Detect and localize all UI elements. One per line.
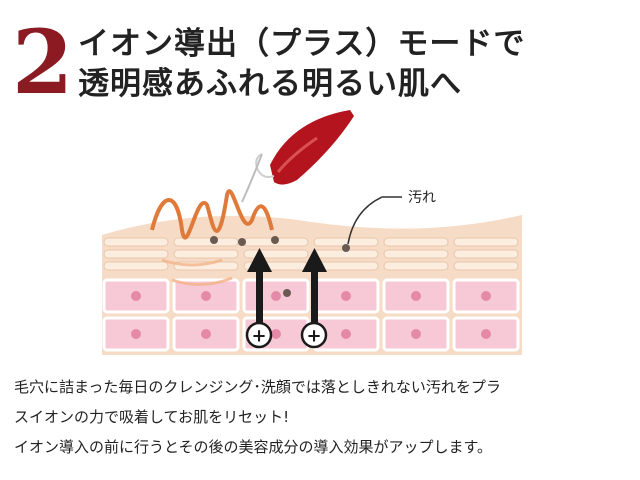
skin-layer — [383, 249, 449, 259]
cell-nucleus — [131, 291, 141, 301]
skin-illustration: 汚れ + + — [102, 110, 522, 355]
cell-nucleus — [481, 329, 491, 339]
cell-nucleus — [271, 329, 281, 339]
step-number: 2 — [12, 10, 74, 114]
skin-upper-layers — [103, 237, 519, 271]
dirt-label-line — [347, 196, 402, 245]
cell-nucleus — [201, 329, 211, 339]
up-arrow-icon — [247, 248, 327, 323]
ion-wave-shadow — [161, 258, 233, 286]
cell-nucleus — [271, 291, 281, 301]
plus-icon: + — [306, 326, 321, 347]
skin-layer — [173, 249, 239, 259]
skin-layer — [383, 237, 449, 247]
skin-layer — [103, 237, 169, 247]
skin-layer — [243, 249, 309, 259]
description-line-1: 毛穴に詰まった毎日のクレンジング･洗顔では落としきれない汚れをプラ — [14, 378, 501, 396]
description-line-2: スイオンの力で吸着してお肌をリセット! — [14, 408, 290, 426]
description-line-3: イオン導入の前に行うとその後の美容成分の導入効果がアップします。 — [14, 438, 493, 456]
cell-nucleus — [201, 291, 211, 301]
dirt-particles — [210, 236, 350, 297]
plus-ion-left: + — [245, 321, 273, 349]
title-line-2: 透明感あふれる明るい肌へ — [78, 66, 462, 102]
cell-nucleus — [481, 291, 491, 301]
skin-layer — [103, 249, 169, 259]
cell-nucleus — [341, 329, 351, 339]
skin-layer — [453, 249, 519, 259]
skin-layer — [173, 237, 239, 247]
cell-nucleus — [341, 291, 351, 301]
cell-nucleus — [411, 291, 421, 301]
cell-nucleus — [411, 329, 421, 339]
skin-layer — [453, 261, 519, 271]
skin-layer — [103, 261, 169, 271]
ion-wave-icon — [150, 189, 274, 240]
dirt-label: 汚れ — [408, 190, 436, 206]
skin-layer — [383, 261, 449, 271]
page-title: イオン導出（プラス）モードで 透明感あふれる明るい肌へ — [78, 24, 638, 104]
title-line-1: イオン導出（プラス）モードで — [78, 26, 526, 62]
skin-layer — [453, 237, 519, 247]
description: 毛穴に詰まった毎日のクレンジング･洗顔では落としきれない汚れをプラ スイオンの力… — [14, 372, 634, 462]
plus-icon: + — [251, 326, 266, 347]
facial-device-icon — [241, 110, 354, 203]
plus-ion-right: + — [300, 321, 328, 349]
cell-nucleus — [131, 329, 141, 339]
